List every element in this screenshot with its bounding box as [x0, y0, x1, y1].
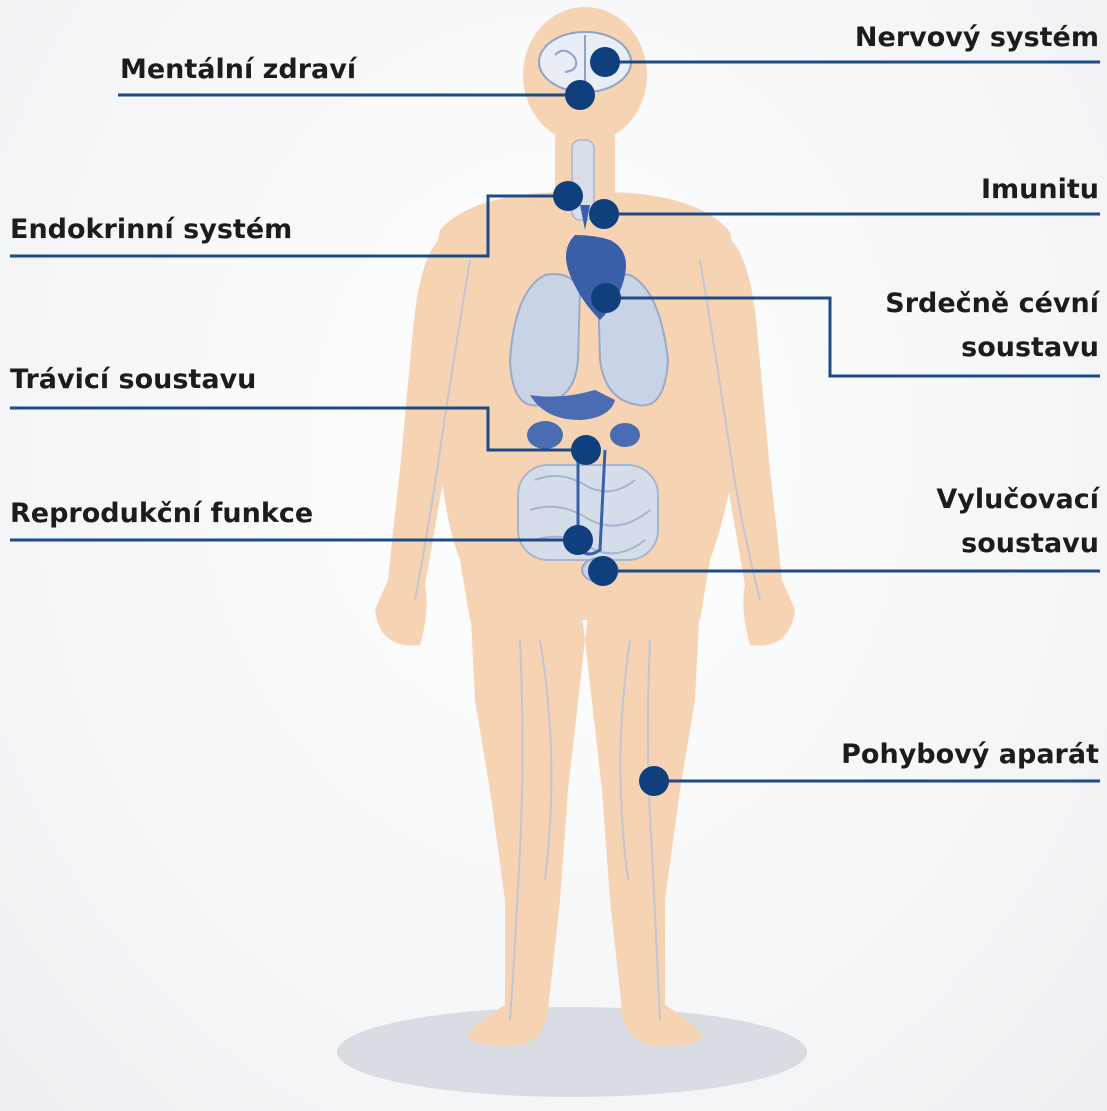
dot-srdecne — [591, 283, 621, 313]
label-travici-soustava: Trávicí soustavu — [10, 362, 256, 398]
label-srdecne-cevni-line1: Srdečně cévní — [885, 286, 1099, 322]
label-imunita: Imunitu — [981, 172, 1099, 208]
dot-reprodukcni — [563, 525, 593, 555]
label-vylucovaci-line1: Vylučovací — [936, 482, 1099, 518]
label-endokrinni-system: Endokrinní systém — [10, 212, 292, 248]
dot-pohybovy — [639, 766, 669, 796]
label-vylucovaci-line2: soustavu — [961, 526, 1099, 562]
dot-endokrinni — [553, 181, 583, 211]
label-nervovy-system: Nervový systém — [855, 20, 1099, 56]
label-pohybovy-aparat: Pohybový aparát — [841, 737, 1099, 773]
dot-vylucovaci — [588, 556, 618, 586]
label-srdecne-cevni-line2: soustavu — [961, 330, 1099, 366]
floor-shadow — [337, 1007, 807, 1097]
dot-nervovy — [590, 47, 620, 77]
dot-mentalni — [565, 80, 595, 110]
dot-travici — [571, 435, 601, 465]
label-mentalni-zdravi: Mentální zdraví — [120, 52, 356, 88]
label-reprodukcni-funkce: Reprodukční funkce — [10, 496, 313, 532]
dot-imunita — [589, 199, 619, 229]
